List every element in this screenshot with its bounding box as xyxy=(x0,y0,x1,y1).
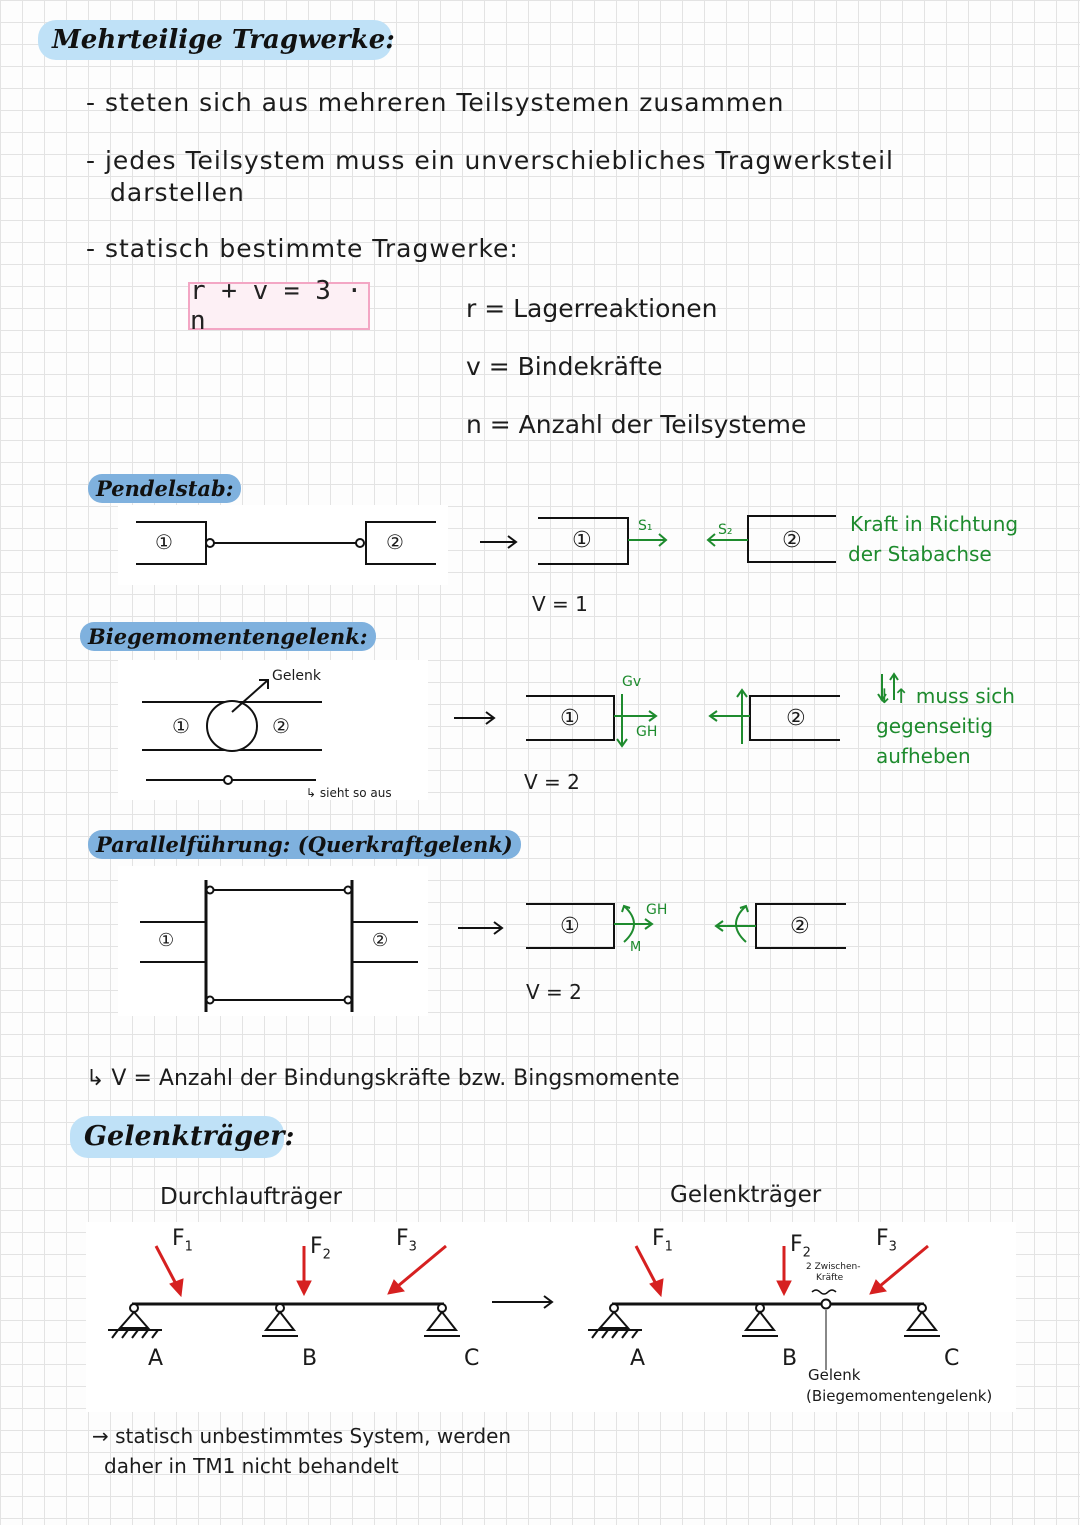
label-s2: S₂ xyxy=(718,522,733,538)
footer-line-1: → statisch unbestimmtes System, werden xyxy=(92,1424,512,1448)
right-label-a: A xyxy=(630,1346,646,1371)
left-f1: F1 xyxy=(172,1226,193,1254)
pendelstab-note-1: Kraft in Richtung xyxy=(850,512,1019,536)
right-f3: F3 xyxy=(876,1226,897,1254)
biege-note-2: aufheben xyxy=(876,744,971,768)
zwischen-kraefte-2: Kräfte xyxy=(816,1273,844,1283)
beam-drawing-bg xyxy=(86,1222,1016,1412)
parallel-fb-part-2: ② xyxy=(790,914,810,939)
parallel-v: V = 2 xyxy=(526,980,582,1004)
gelenktraeger-title: Gelenkträger xyxy=(670,1182,822,1208)
biege-drawing-bg xyxy=(118,660,428,800)
biege-note-1: gegenseitig xyxy=(876,714,994,738)
left-f3-sub: 3 xyxy=(408,1239,417,1255)
pendelstab-part-1: ① xyxy=(155,530,173,554)
left-f2-sub: 2 xyxy=(322,1247,331,1263)
label-gh: GH xyxy=(636,724,658,740)
definition-v: v = Bindekräfte xyxy=(466,352,663,381)
left-label-b: B xyxy=(302,1346,318,1371)
formula-text: r + v = 3 · n xyxy=(190,276,363,336)
left-f1-letter: F xyxy=(172,1226,185,1251)
footer-line-2: daher in TM1 nicht behandelt xyxy=(104,1454,399,1478)
biege-fb-part-2: ② xyxy=(786,706,806,731)
bullet-3: - statisch bestimmte Tragwerke: xyxy=(86,234,519,263)
page-title: Mehrteilige Tragwerke: xyxy=(38,20,395,60)
pendelstab-part-2: ② xyxy=(386,530,404,554)
right-f2-sub: 2 xyxy=(802,1245,811,1261)
parallel-fb-part-1: ① xyxy=(560,914,580,939)
parallel-part-2: ② xyxy=(372,930,389,951)
hinge-label-2: (Biegemomentengelenk) xyxy=(806,1387,993,1405)
bullet-1: - steten sich aus mehreren Teilsystemen … xyxy=(86,88,785,117)
left-f3: F3 xyxy=(396,1226,417,1254)
biege-note-0: ↓↑ muss sich xyxy=(876,684,1015,708)
biege-fb-part-1: ① xyxy=(560,706,580,731)
hinge-label-1: Gelenk xyxy=(808,1366,861,1384)
right-label-c: C xyxy=(944,1346,960,1371)
pendelstab-note-2: der Stabachse xyxy=(848,542,992,566)
heading-biegemomentengelenk: Biegemomentengelenk: xyxy=(80,622,376,651)
heading-pendelstab: Pendelstab: xyxy=(88,474,242,503)
label-gh-parallel: GH xyxy=(646,902,668,918)
definition-n: n = Anzahl der Teilsysteme xyxy=(466,410,807,439)
gelenk-label: Gelenk xyxy=(272,668,321,684)
left-f2: F2 xyxy=(310,1234,331,1262)
sieht-so-aus: ↳ sieht so aus xyxy=(306,786,392,800)
formula-box: r + v = 3 · n xyxy=(188,276,370,336)
label-s1: S₁ xyxy=(638,518,653,534)
pendelstab-drawing-bg xyxy=(118,505,448,585)
right-f3-letter: F xyxy=(876,1226,889,1251)
durchlauftraeger-title: Durchlaufträger xyxy=(160,1184,342,1210)
bullet-2-cont: darstellen xyxy=(110,178,245,207)
pendelstab-v: V = 1 xyxy=(532,592,588,616)
heading-parallelfuehrung: Parallelführung: (Querkraftgelenk) xyxy=(88,830,521,859)
heading-gelenktraeger: Gelenkträger: xyxy=(70,1116,294,1158)
bullet-2: - jedes Teilsystem muss ein unverschiebl… xyxy=(86,146,894,175)
label-m: M xyxy=(630,940,642,955)
v-note: ↳ V = Anzahl der Bindungskräfte bzw. Bin… xyxy=(86,1066,680,1091)
left-f2-letter: F xyxy=(310,1234,323,1259)
left-label-c: C xyxy=(464,1346,480,1371)
right-f2-letter: F xyxy=(790,1232,803,1257)
biege-v: V = 2 xyxy=(524,770,580,794)
parallel-part-1: ① xyxy=(158,930,175,951)
right-label-b: B xyxy=(782,1346,798,1371)
label-gv: Gv xyxy=(622,674,642,690)
right-f2: F2 xyxy=(790,1232,811,1260)
zwischen-kraefte-1: 2 Zwischen- xyxy=(806,1262,861,1272)
right-f1-letter: F xyxy=(652,1226,665,1251)
pendelstab-fb-part-1: ① xyxy=(572,528,592,553)
right-f3-sub: 3 xyxy=(888,1239,897,1255)
left-f3-letter: F xyxy=(396,1226,409,1251)
left-label-a: A xyxy=(148,1346,164,1371)
biege-part-1: ① xyxy=(172,714,190,738)
right-f1: F1 xyxy=(652,1226,673,1254)
definition-r: r = Lagerreaktionen xyxy=(466,294,718,323)
pendelstab-fb-part-2: ② xyxy=(782,528,802,553)
right-f1-sub: 1 xyxy=(664,1239,673,1255)
left-f1-sub: 1 xyxy=(184,1239,193,1255)
biege-part-2: ② xyxy=(272,714,290,738)
